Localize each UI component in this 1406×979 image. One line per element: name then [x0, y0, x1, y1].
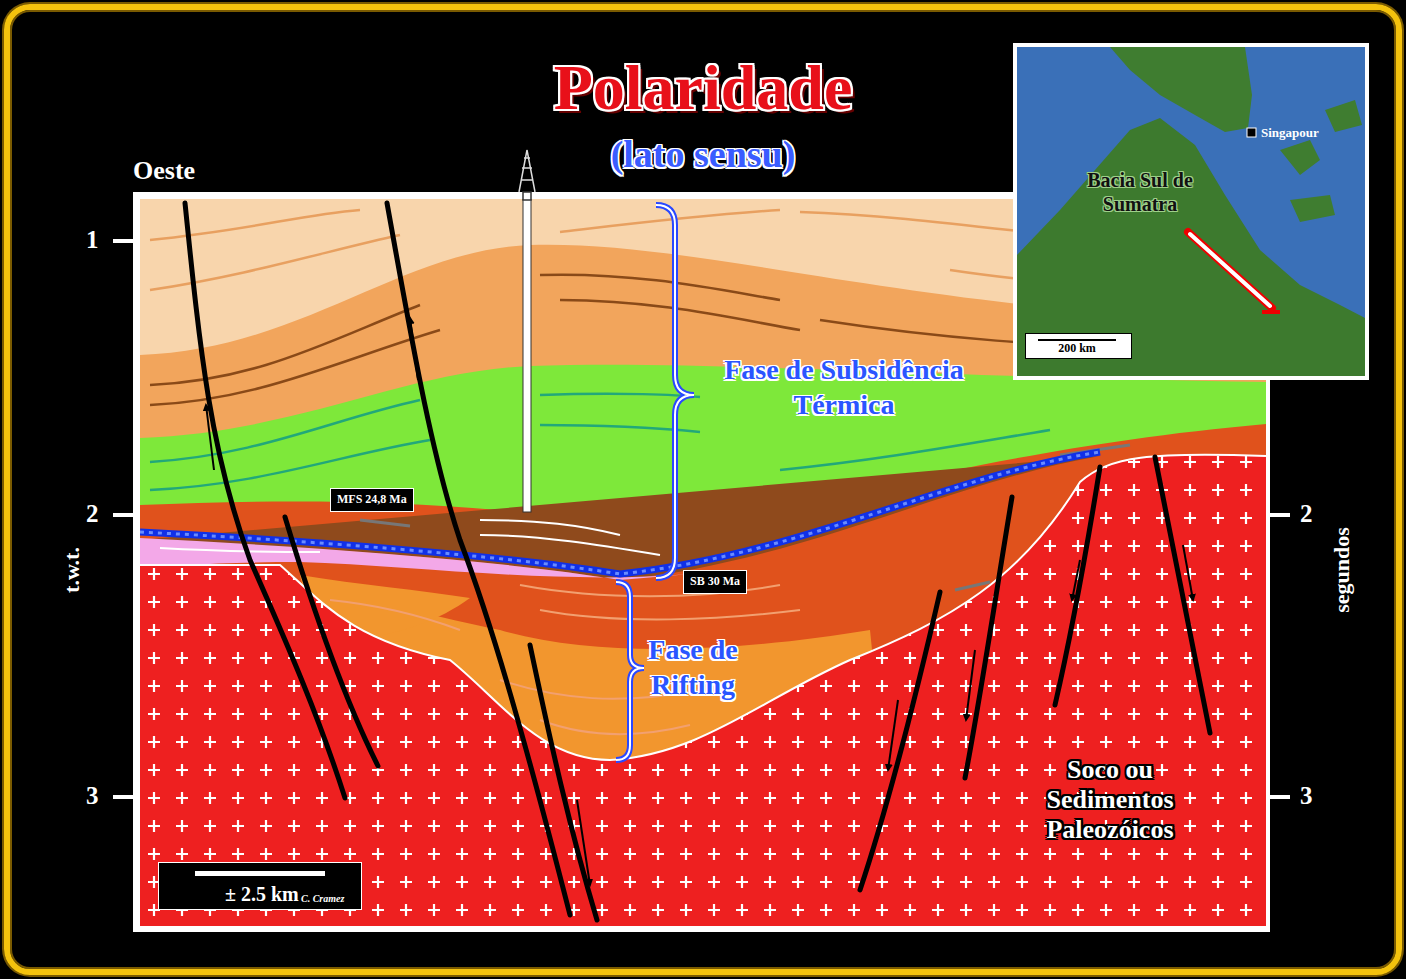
phase-label: Fase de Subsidência Térmica	[688, 352, 1000, 422]
horizon-tag: SB 30 Ma	[683, 570, 747, 594]
axis-tick-label: 3	[86, 782, 99, 811]
axis-tick-label: 2	[86, 500, 99, 529]
city-label: Singapour	[1261, 126, 1319, 141]
direction-label: Oeste	[133, 156, 195, 186]
basin-label: Bacia Sul de Sumatra	[1078, 168, 1202, 216]
axis-tick-label: 2	[1300, 500, 1313, 529]
scale-box: ± 2.5 kmC. Cramez	[158, 862, 362, 910]
node-text: C. Cramez	[301, 893, 344, 905]
axis-title: segundos	[1329, 527, 1354, 613]
scale-box: 200 km	[1025, 333, 1132, 359]
basement-label: Soco ou Sedimentos Paleozóicos	[1022, 755, 1198, 845]
horizon-tag: MFS 24,8 Ma	[330, 488, 414, 512]
axis-tick-label: 3	[1300, 782, 1313, 811]
subtitle: (lato sensu)	[453, 133, 953, 177]
phase-label: Fase de Rifting	[618, 632, 768, 702]
node-text: ± 2.5 km	[225, 883, 299, 906]
axis-title: t.w.t.	[59, 547, 84, 593]
title: Polaridade	[403, 56, 1003, 120]
scale-bar	[195, 871, 325, 876]
node-text: MFS 24,8 Ma	[337, 493, 407, 507]
node-text: 200 km	[1026, 342, 1128, 356]
node-text: SB 30 Ma	[690, 575, 740, 589]
axis-tick-label: 1	[86, 226, 99, 255]
scale-bar	[1038, 339, 1116, 341]
